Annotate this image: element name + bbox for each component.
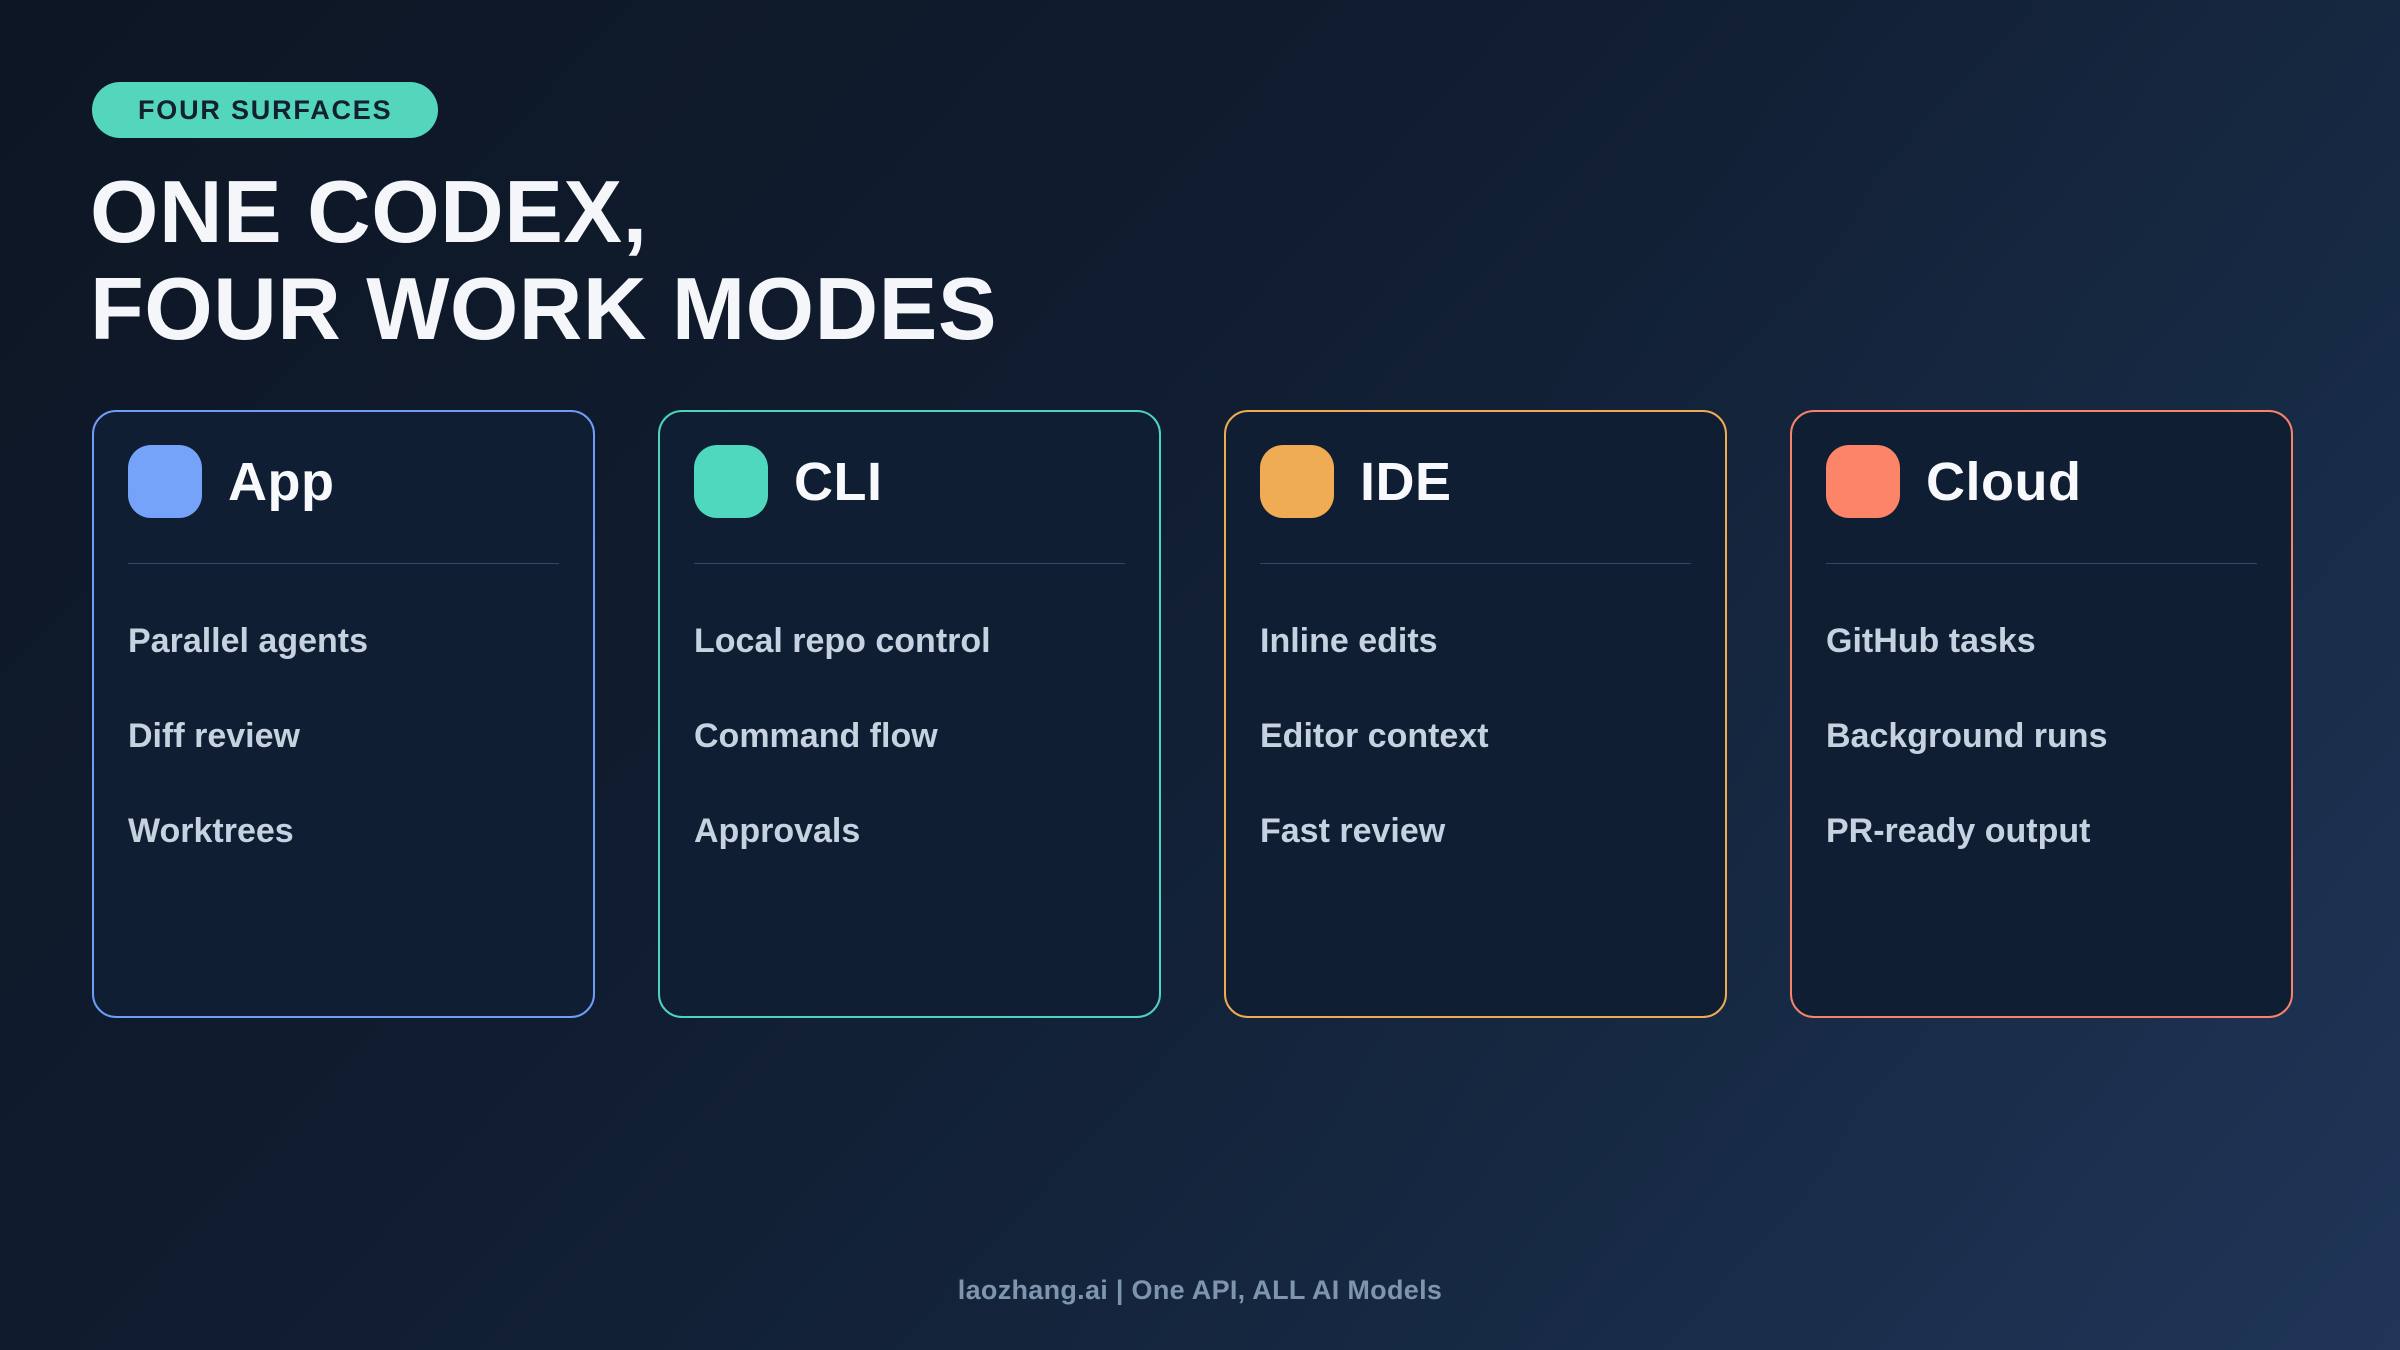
feature-item: Worktrees [128,812,294,850]
eyebrow-badge: FOUR SURFACES [92,82,439,138]
page-title-line1: ONE CODEX, [90,162,648,261]
feature-item: Local repo control [694,622,991,660]
card-app-title: App [228,451,335,512]
card-app-feature-list: Parallel agents Diff review Worktrees [128,621,559,851]
card-cli: CLI Local repo control Command flow Appr… [658,410,1161,1018]
card-ide-feature-list: Inline edits Editor context Fast review [1260,621,1691,851]
card-cloud-header: Cloud [1826,445,2257,518]
cli-icon [694,445,768,518]
card-cli-header: CLI [694,445,1125,518]
feature-item: Editor context [1260,717,1489,755]
eyebrow-badge-label: FOUR SURFACES [138,94,393,125]
cloud-icon [1826,445,1900,518]
card-app: App Parallel agents Diff review Worktree… [92,410,595,1018]
card-cloud: Cloud GitHub tasks Background runs PR-re… [1790,410,2293,1018]
feature-item: Inline edits [1260,622,1438,660]
card-ide-header: IDE [1260,445,1691,518]
page-title-line2: FOUR WORK MODES [90,259,998,358]
card-cloud-feature-list: GitHub tasks Background runs PR-ready ou… [1826,621,2257,851]
card-cloud-title: Cloud [1926,451,2082,512]
feature-item: Parallel agents [128,622,369,660]
divider [694,563,1125,564]
feature-item: PR-ready output [1826,812,2091,850]
page-title: ONE CODEX,FOUR WORK MODES [90,163,997,357]
app-icon [128,445,202,518]
card-cli-title: CLI [794,451,883,512]
divider [1826,563,2257,564]
card-app-header: App [128,445,559,518]
ide-icon [1260,445,1334,518]
card-cli-feature-list: Local repo control Command flow Approval… [694,621,1125,851]
card-ide-title: IDE [1360,451,1452,512]
divider [1260,563,1691,564]
divider [128,563,559,564]
footer-tagline: laozhang.ai | One API, ALL AI Models [957,1275,1443,1305]
feature-item: GitHub tasks [1826,622,2036,660]
feature-item: Diff review [128,717,300,755]
feature-item: Command flow [694,717,938,755]
feature-item: Background runs [1826,717,2108,755]
cards-row: App Parallel agents Diff review Worktree… [92,410,2293,1018]
feature-item: Approvals [694,812,861,850]
card-ide: IDE Inline edits Editor context Fast rev… [1224,410,1727,1018]
feature-item: Fast review [1260,812,1446,850]
